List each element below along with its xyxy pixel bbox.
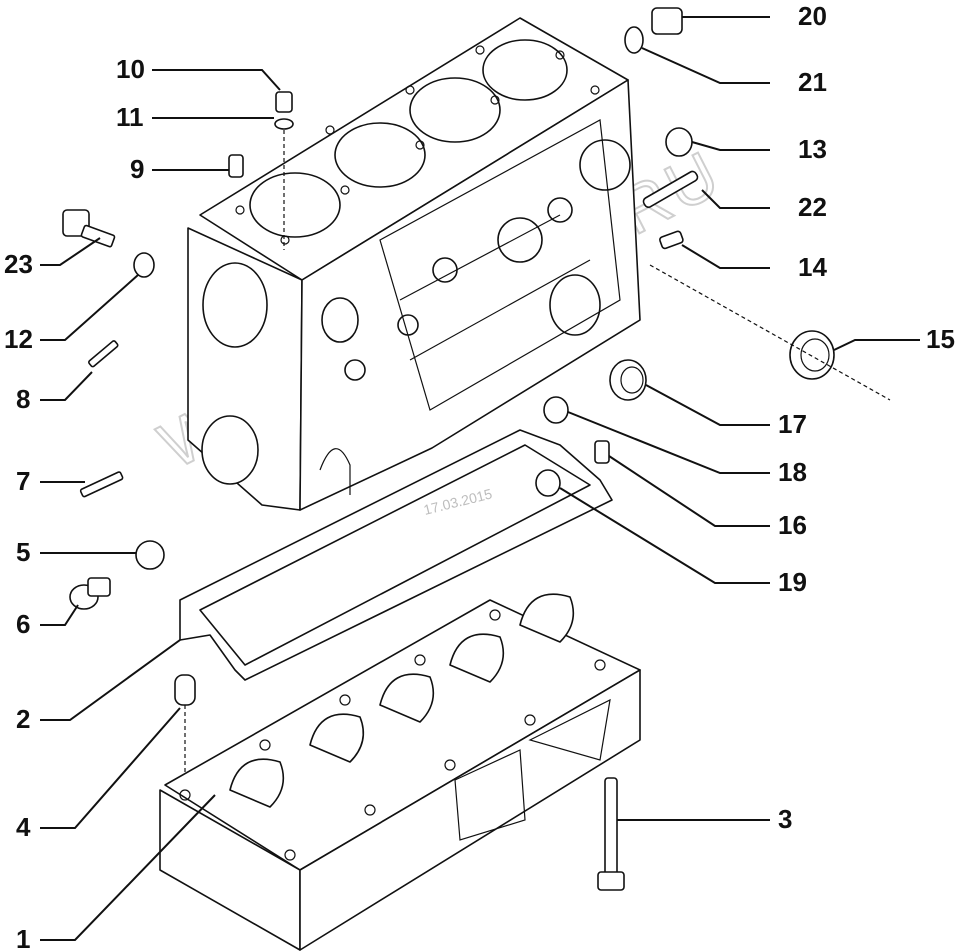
callout-label-18: 18 — [778, 457, 807, 487]
part-6-drain-plug — [69, 577, 111, 610]
callout-label-22: 22 — [798, 192, 827, 222]
part-14-stud — [659, 230, 684, 250]
callout-label-3: 3 — [778, 804, 792, 834]
callout-label-13: 13 — [798, 134, 827, 164]
callout-label-5: 5 — [16, 537, 30, 567]
part-9-stud — [228, 154, 244, 178]
callout-label-19: 19 — [778, 567, 807, 597]
callout-label-1: 1 — [16, 924, 30, 952]
part-17-bush — [609, 359, 647, 401]
part-19-bush — [535, 469, 561, 497]
callout-label-10: 10 — [116, 54, 145, 84]
callout-label-17: 17 — [778, 409, 807, 439]
oil-pan-gasket — [179, 429, 613, 681]
callout-label-14: 14 — [798, 252, 827, 282]
leader-lines — [40, 16, 920, 941]
callout-label-11: 11 — [116, 102, 144, 132]
part-16-stud — [594, 440, 610, 464]
part-8-pin — [88, 340, 119, 368]
part-22-rod — [642, 170, 699, 208]
part-21-washer — [624, 26, 644, 54]
callout-label-20: 20 — [798, 1, 827, 31]
part-12-washer — [133, 252, 155, 278]
callout-label-9: 9 — [130, 154, 144, 184]
callout-label-6: 6 — [16, 609, 30, 639]
part-5-washer — [135, 540, 165, 570]
callout-label-4: 4 — [16, 812, 31, 842]
cylinder-block — [187, 17, 641, 511]
callout-labels: 1 2 3 4 5 6 7 8 9 10 11 12 13 14 15 16 1… — [4, 1, 955, 952]
part-7-pin — [79, 471, 124, 498]
callout-label-2: 2 — [16, 704, 30, 734]
callout-label-21: 21 — [798, 67, 827, 97]
part-18-bush — [543, 396, 569, 424]
part-3-bolt — [597, 777, 625, 891]
callout-label-7: 7 — [16, 466, 30, 496]
crankcase-lower — [159, 593, 641, 951]
part-10-plug — [275, 91, 293, 113]
part-20-plug — [651, 7, 683, 35]
callout-label-15: 15 — [926, 324, 955, 354]
callout-label-16: 16 — [778, 510, 807, 540]
callout-label-8: 8 — [16, 384, 30, 414]
part-11-oring — [274, 118, 294, 130]
callout-label-23: 23 — [4, 249, 33, 279]
part-13-bush — [665, 127, 693, 157]
part-4-dowel — [174, 674, 196, 706]
callout-label-12: 12 — [4, 324, 33, 354]
part-23-bolt — [62, 209, 116, 248]
part-15-bush — [789, 330, 835, 380]
